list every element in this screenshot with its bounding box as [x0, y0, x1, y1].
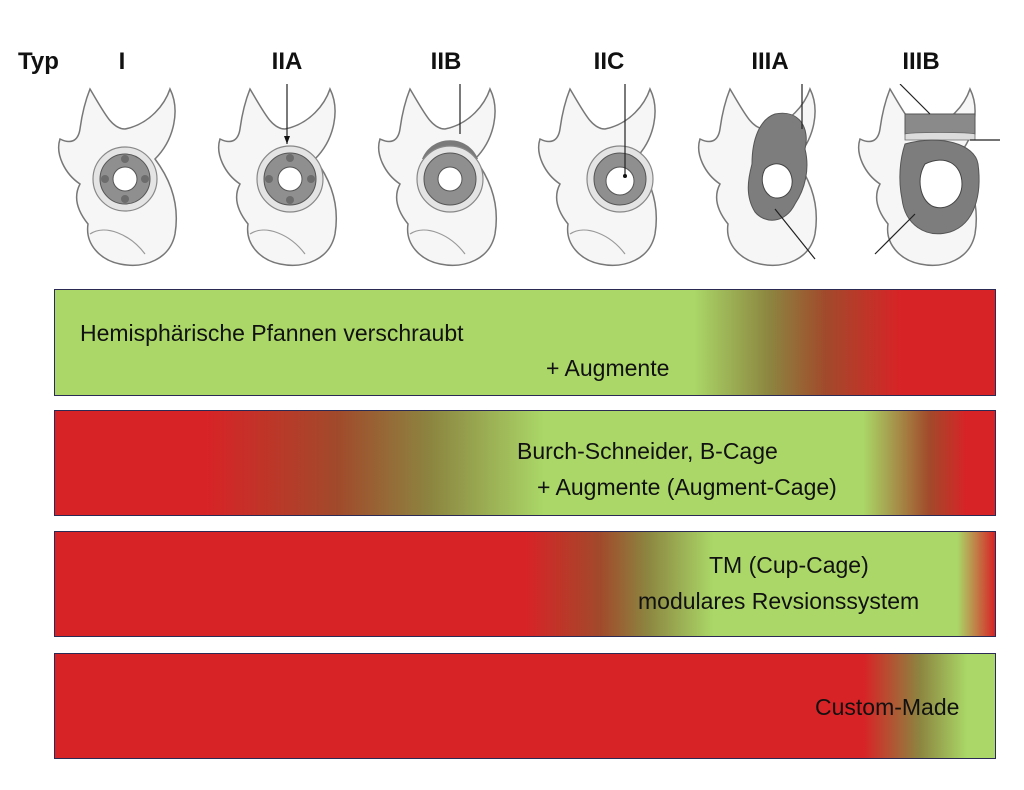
- bar-custom-made: Custom-Made: [54, 653, 996, 759]
- type-prefix-label: Typ: [18, 48, 59, 75]
- type-label-iiib: IIIB: [902, 48, 940, 75]
- bar-hemispherical-cups: Hemisphärische Pfannen verschraubt + Aug…: [54, 289, 996, 396]
- pelvis-illustration-type-i: [58, 87, 178, 266]
- type-label-iiia: IIIA: [751, 48, 789, 75]
- bar-tm-cup-cage-line1: TM (Cup-Cage): [709, 552, 869, 578]
- bar-custom-made-line1: Custom-Made: [815, 694, 960, 720]
- type-label-iia: IIA: [271, 48, 303, 75]
- bar-tm-cup-cage: TM (Cup-Cage) modulares Revsionssystem: [54, 531, 996, 637]
- type-label-i: I: [118, 48, 126, 75]
- pelvis-illustration-type-iia: [218, 84, 338, 266]
- pelvis-illustration-type-iib: [378, 84, 498, 266]
- type-label-iib: IIB: [430, 48, 462, 75]
- type-label-iic: IIC: [593, 48, 625, 75]
- bar-hemispherical-cups-line1: Hemisphärische Pfannen verschraubt: [80, 320, 464, 346]
- pelvis-illustration-type-iiia: [698, 84, 818, 266]
- type-header-row: Typ I IIA IIB IIC IIIA IIIB: [0, 48, 1024, 84]
- pelvis-illustrations: [40, 84, 1000, 274]
- bar-hemispherical-cups-line2: + Augmente: [546, 355, 670, 381]
- bar-tm-cup-cage-line2: modulares Revsionssystem: [638, 588, 920, 614]
- pelvis-illustration-type-iic: [538, 84, 658, 266]
- bar-burch-schneider-line2: + Augmente (Augment-Cage): [537, 474, 837, 500]
- pelvis-illustration-type-iiib: [858, 84, 1000, 266]
- bar-burch-schneider: Burch-Schneider, B-Cage + Augmente (Augm…: [54, 410, 996, 516]
- bar-burch-schneider-line1: Burch-Schneider, B-Cage: [517, 438, 778, 464]
